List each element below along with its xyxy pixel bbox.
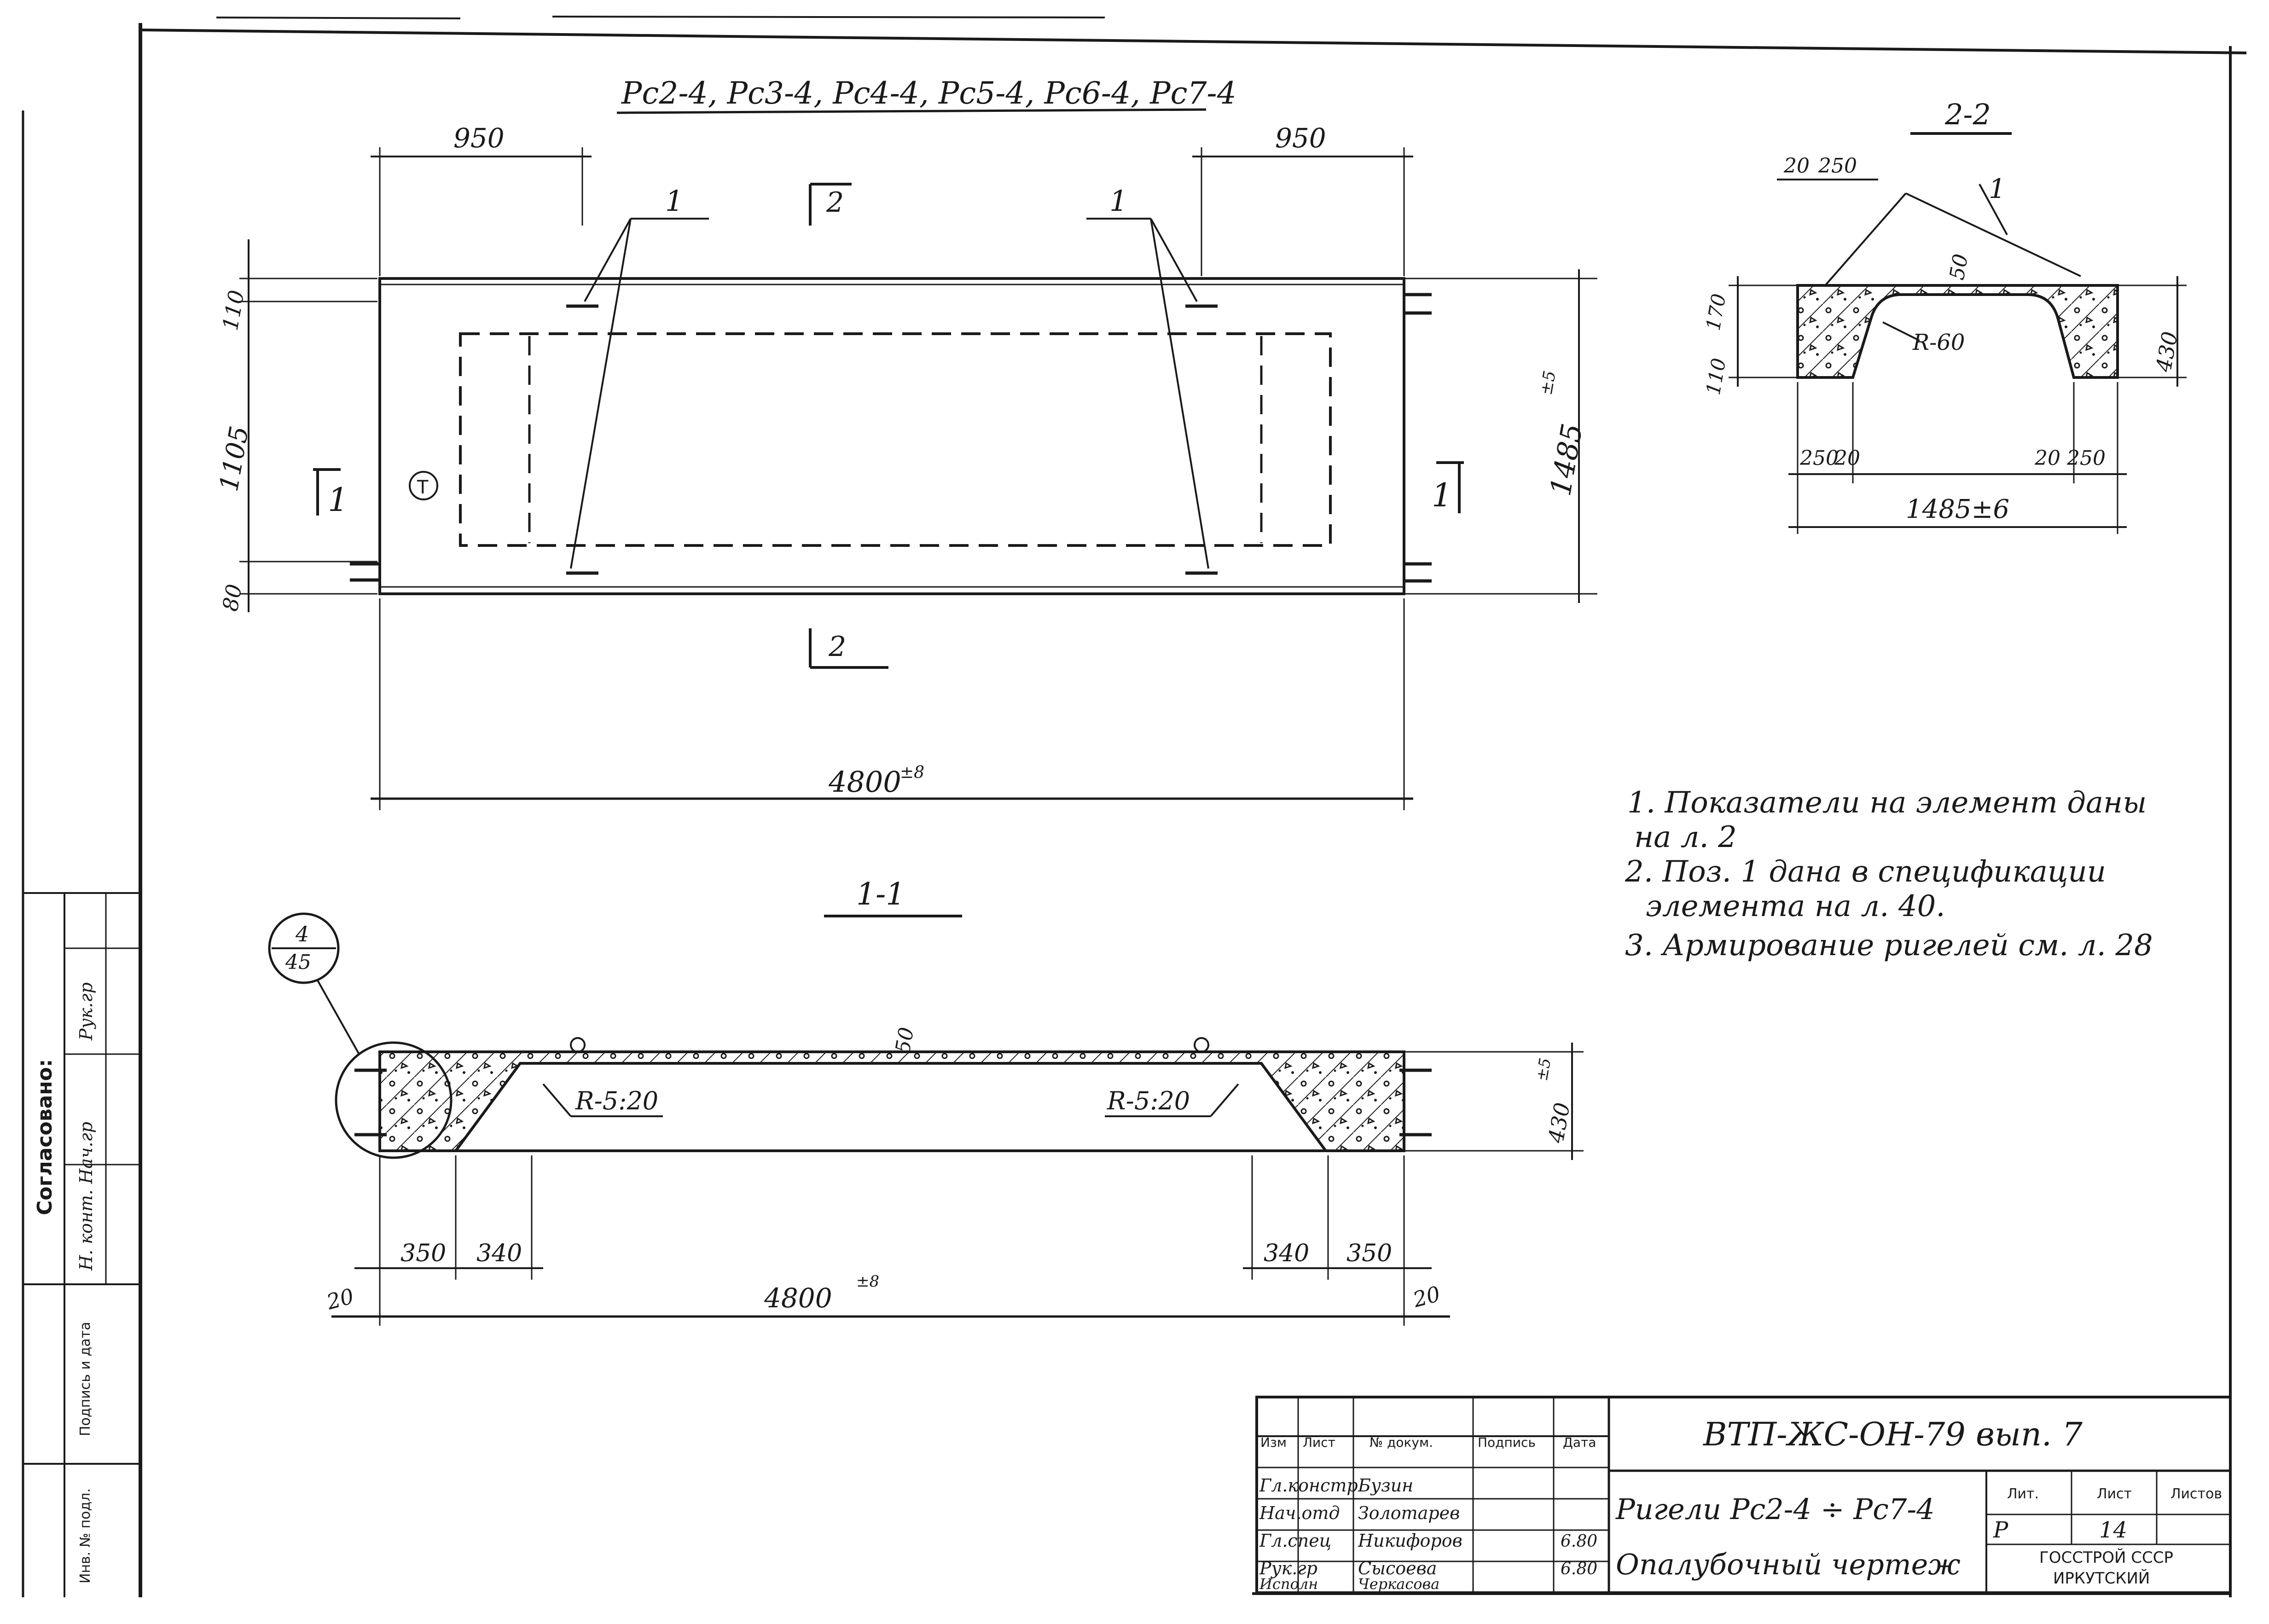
tb-row2-role: Нач.отд	[1259, 1503, 1340, 1523]
plan-dim-top-110: 110	[218, 288, 249, 332]
section-22-bottom-20r: 20	[2034, 447, 2060, 470]
tb-row4-name: Сысоева	[1358, 1558, 1437, 1578]
tb-row5-role: Исполн	[1259, 1575, 1318, 1593]
stamp-inv: Инв. № подл.	[77, 1488, 93, 1583]
section-22-dim-50: 50	[1945, 252, 1973, 282]
section-11-body	[378, 1050, 1405, 1152]
tb-sheet-header: Лист	[2097, 1486, 2132, 1502]
tb-header-sign: Подпись	[1478, 1435, 1536, 1450]
section-22-label: 2-2	[1944, 98, 1991, 131]
tb-lit-header: Лит.	[2007, 1486, 2039, 1502]
plan-dim-bottom-80: 80	[218, 582, 247, 613]
tb-row4-role: Рук.гр	[1259, 1558, 1317, 1578]
tb-name-line2: Опалубочный чертеж	[1616, 1548, 1961, 1581]
stamp-cell-rukgr: Рук.гр	[76, 982, 96, 1041]
section-22-bottom-250r: 250	[2066, 447, 2106, 470]
section-2-2: 2-2 1 50 R-60 20 250 110 170 430 250 20 …	[1702, 98, 2187, 534]
plan-mark-t: Т	[417, 477, 429, 498]
section-11-dim-20-r: 20	[1410, 1281, 1443, 1312]
tb-row1-name: Бузин	[1358, 1475, 1413, 1496]
tb-row1-role: Гл.констр	[1259, 1475, 1358, 1496]
plan-cut-1-left: 1	[328, 481, 348, 519]
stamp-agreed-label: Согласовано:	[33, 1059, 57, 1216]
section-11-dim-50: 50	[891, 1026, 919, 1055]
section-22-dim-250: 250	[1818, 154, 1857, 178]
section-22-dim-20: 20	[1783, 154, 1810, 178]
section-11-dim-length-tol: ±8	[856, 1272, 879, 1291]
note-line-2: на л. 2	[1634, 820, 1737, 854]
plan-dim-left-950: 950	[453, 122, 505, 154]
section-22-total: 1485±6	[1906, 494, 2009, 524]
section-11-dim-20-l: 20	[324, 1283, 356, 1315]
tb-org-line2: ИРКУТСКИЙ	[2053, 1569, 2150, 1588]
section-11-r-right: R-5:20	[1107, 1086, 1190, 1115]
tb-row3-date: 6.80	[1561, 1532, 1597, 1551]
section-11-dim-340-r: 340	[1264, 1240, 1309, 1267]
plan-cut-2-bottom: 2	[828, 631, 846, 663]
tb-row2-name: Золотарев	[1358, 1503, 1460, 1523]
section-11-dim-length: 4800	[764, 1282, 832, 1314]
section-11-dim-350-l: 350	[400, 1240, 446, 1267]
side-stamp: Согласовано: Н. конт. Нач.гр Рук.гр Подп…	[22, 110, 140, 1597]
note-line-5: 3. Армирование ригелей см. л. 28	[1625, 928, 2153, 963]
plan-callout-right: 1	[1109, 184, 1127, 218]
note-line-4: элемента на л. 40.	[1646, 889, 1945, 923]
plan-dim-length-tol: ±8	[900, 763, 924, 782]
plan-view: Рс2-4, Рс3-4, Рс4-4, Рс5-4, Рс6-4, Рс7-4…	[214, 75, 1597, 810]
section-11-node-bottom: 45	[285, 951, 311, 974]
tb-header-list: Лист	[1303, 1435, 1335, 1450]
section-22-bottom-250l: 250	[1799, 447, 1839, 470]
plan-dim-width: 1485	[1544, 421, 1589, 499]
stamp-sign-date: Подпись и дата	[77, 1322, 93, 1437]
tb-lit-value: Р	[1993, 1517, 2008, 1543]
tb-header-date: Дата	[1563, 1435, 1596, 1450]
section-22-body	[1796, 284, 2119, 379]
section-11-r-left: R-5:20	[575, 1086, 658, 1115]
tb-org-line1: ГОССТРОЙ СССР	[2039, 1548, 2173, 1567]
section-11-node-top: 4	[295, 922, 309, 946]
tb-header-izm: Изм	[1260, 1435, 1287, 1450]
tb-row4-date: 6.80	[1561, 1560, 1597, 1578]
notes: 1. Показатели на элемент даны на л. 2 2.…	[1625, 786, 2153, 963]
tb-code: ВТП-ЖС-ОН-79 вып. 7	[1702, 1415, 2083, 1453]
section-22-dim-left-a: 110	[1702, 356, 1730, 396]
title-block: Изм Лист № докум. Подпись Дата Гл.констр…	[1255, 1396, 2232, 1594]
plan-dim-right-950: 950	[1275, 122, 1326, 154]
plan-opening-dashed	[459, 332, 1332, 547]
tb-row3-name: Никифоров	[1358, 1531, 1462, 1551]
section-11-dim-340-l: 340	[476, 1240, 522, 1267]
section-11-dim-430: 430	[1543, 1101, 1575, 1145]
plan-outline	[378, 277, 1405, 595]
section-22-dim-left-b: 170	[1702, 292, 1730, 332]
section-22-r60: R-60	[1912, 330, 1965, 355]
plan-cut-1-right: 1	[1432, 476, 1452, 514]
section-11-dim-430-tol: ±5	[1532, 1056, 1555, 1082]
plan-dim-width-tol: ±5	[1537, 369, 1560, 396]
plan-cut-2-top: 2	[826, 186, 844, 219]
section-11-dim-350-r: 350	[1346, 1240, 1392, 1267]
plan-dim-length: 4800	[828, 765, 901, 799]
section-22-callout: 1	[1989, 173, 2006, 204]
note-line-3: 2. Поз. 1 дана в спецификации	[1625, 855, 2106, 889]
note-line-1: 1. Показатели на элемент даны	[1627, 786, 2147, 820]
stamp-cell-nkont: Н. конт. Нач.гр	[76, 1122, 96, 1271]
tb-sheets-header: Листов	[2170, 1486, 2222, 1502]
section-11-label: 1-1	[856, 876, 905, 912]
drawing-title: Рс2-4, Рс3-4, Рс4-4, Рс5-4, Рс6-4, Рс7-4	[621, 75, 1236, 111]
plan-callout-left: 1	[665, 184, 683, 218]
tb-row5-name: Черкасова	[1358, 1575, 1439, 1593]
tb-row3-role: Гл.спец	[1259, 1531, 1331, 1551]
section-22-bottom-20l: 20	[1834, 447, 1860, 470]
tb-header-doc: № докум.	[1370, 1435, 1433, 1450]
section-1-1: 1-1 4 45 50 R-5:20 R-5:20 430 ±5	[268, 876, 1584, 1326]
tb-name-line1: Ригели Рс2-4 ÷ Рс7-4	[1615, 1492, 1935, 1526]
tb-sheet-value: 14	[2099, 1517, 2127, 1543]
